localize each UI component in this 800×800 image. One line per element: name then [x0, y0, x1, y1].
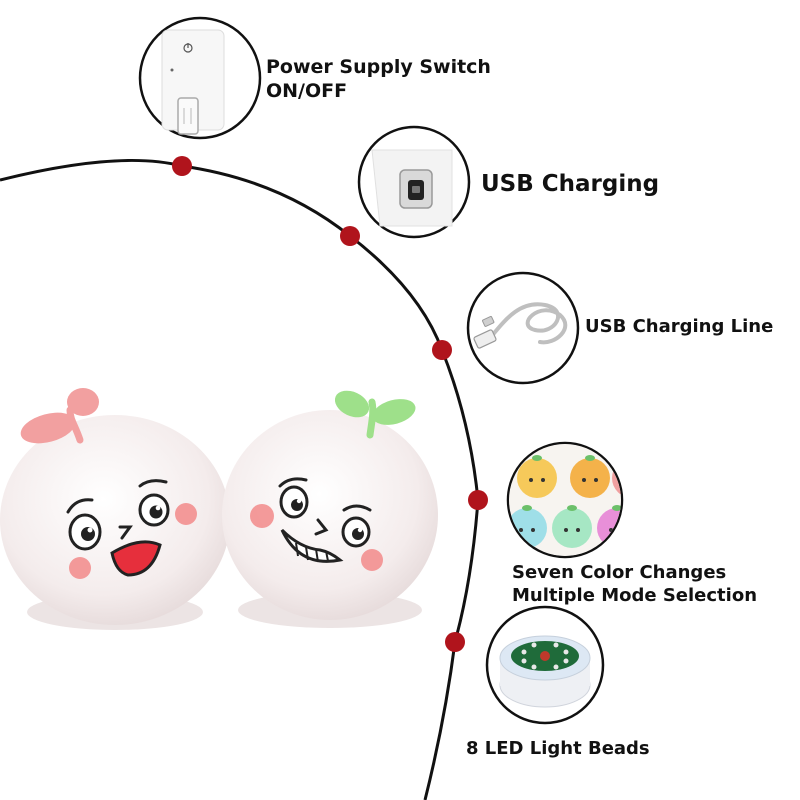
usb-charging-label: USB Charging	[481, 170, 659, 199]
led-beads-label: 8 LED Light Beads	[466, 738, 650, 761]
color-modes-label: Seven Color Changes Multiple Mode Select…	[512, 562, 757, 607]
usb-port-thumbnail	[357, 125, 471, 239]
power-switch-label-line1: Power Supply Switch	[266, 56, 491, 78]
usb-cable-icon	[473, 302, 568, 349]
color-modes-thumbnail	[506, 441, 624, 559]
usb-port-icon	[399, 169, 433, 209]
power-switch-label-line2: ON/OFF	[266, 79, 348, 102]
led-board-thumbnail	[485, 605, 605, 725]
accent-dot	[445, 632, 465, 652]
usb-charging-line-label: USB Charging Line	[585, 316, 773, 339]
lamp-pink-sprout	[0, 388, 230, 630]
accent-dot	[468, 490, 488, 510]
usb-cable-thumbnail	[466, 271, 580, 385]
power-switch-thumbnail	[138, 16, 262, 140]
lamp-green-sprout	[222, 390, 438, 628]
led-beads-label-text: 8 LED Light Beads	[466, 738, 650, 759]
accent-dot	[340, 226, 360, 246]
usb-charging-label-text: USB Charging	[481, 171, 660, 197]
color-modes-label-line2: Multiple Mode Selection	[512, 584, 758, 606]
power-icon	[183, 43, 193, 53]
lamp-face	[250, 477, 383, 571]
usb-charging-line-label-text: USB Charging Line	[585, 316, 774, 337]
lamp-face	[66, 479, 197, 579]
power-switch-label: Power Supply Switch ON/OFF	[266, 56, 491, 104]
accent-dot	[432, 340, 452, 360]
color-modes-label-line1: Seven Color Changes	[512, 562, 727, 583]
accent-dot	[172, 156, 192, 176]
